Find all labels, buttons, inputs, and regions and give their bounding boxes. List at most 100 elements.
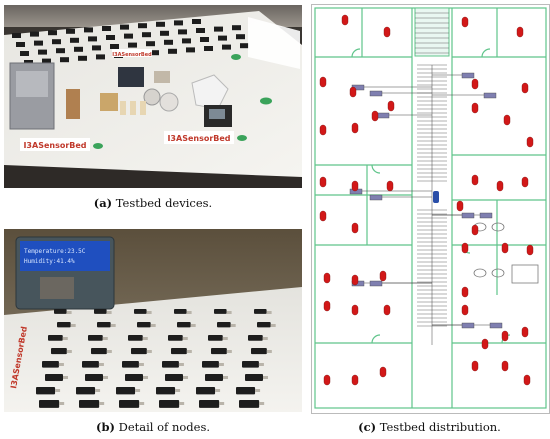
caption-c-text: Testbed distribution. [379, 420, 501, 434]
sensor-node-icon [521, 82, 529, 94]
sensor-node-icon [471, 102, 479, 114]
leaf-logo-icon [260, 97, 272, 105]
sensor-node-icon [323, 300, 331, 312]
sensor-node [106, 35, 115, 40]
sensor-node [196, 28, 205, 33]
gateway-icon [376, 112, 390, 119]
sensor-node [45, 374, 63, 381]
sensor-node-icon [351, 274, 359, 286]
sensor-node-icon [471, 360, 479, 372]
sensor-node [150, 50, 159, 56]
sensor-node-icon [323, 374, 331, 386]
testbed-devices-image: I3ASensorBed I3ASensorBed I3ASensorBed [4, 5, 302, 188]
sensor-node [168, 48, 177, 54]
photo-testbed-devices: I3ASensorBed I3ASensorBed I3ASensorBed [4, 5, 302, 188]
caption-c: (c) Testbed distribution. [311, 420, 548, 434]
sensor-node [239, 400, 260, 408]
photo-detail-of-nodes: Temperature:23.5C Humidity:41.4% I3ASens… [4, 229, 302, 412]
sensor-node [94, 309, 107, 314]
gateway-icon [461, 72, 475, 79]
sensor-node [74, 46, 83, 52]
board-brand-label-2: I3ASensorBed [167, 134, 230, 143]
sensor-node [96, 54, 105, 60]
sensor-node [162, 361, 179, 368]
sensor-node [110, 44, 119, 49]
sensor-node [168, 335, 183, 341]
sensor-node [205, 374, 223, 381]
board-brand-label-3: I3ASensorBed [112, 52, 152, 58]
gateway-icon [461, 322, 475, 329]
sensor-node-icon [461, 304, 469, 316]
sensor-node-icon [319, 176, 327, 188]
sensor-node [159, 400, 180, 408]
sensor-node [12, 33, 21, 38]
sensor-node [16, 42, 25, 47]
sensor-node [218, 35, 227, 41]
sensor-node [30, 31, 39, 37]
gateway-icon [461, 212, 475, 219]
gateway-icon [369, 280, 383, 287]
sensor-node-icon [371, 110, 379, 122]
sensor-node-icon [523, 374, 531, 386]
sensor-node [131, 348, 147, 355]
leaf-logo-icon [237, 135, 247, 141]
sensor-node [178, 29, 187, 35]
sensor-node [102, 26, 111, 31]
sensor-node [78, 55, 87, 61]
sensor-node-icon [501, 360, 509, 372]
detail-of-nodes-image: Temperature:23.5C Humidity:41.4% I3ASens… [4, 229, 302, 412]
sensor-node [164, 39, 173, 45]
caption-b: (b) Detail of nodes. [4, 420, 302, 434]
sensor-node [138, 23, 147, 29]
sensor-node [142, 32, 151, 38]
sensor-node-icon [387, 100, 395, 112]
sensor-node [70, 37, 79, 43]
sensor-node-icon [383, 304, 391, 316]
sensor-node-icon [501, 330, 509, 342]
sensor-node [245, 374, 263, 381]
sensor-node [51, 348, 67, 355]
sensor-node [186, 47, 195, 53]
gateway-icon [479, 212, 493, 219]
sensor-node [119, 400, 140, 408]
sensor-node [57, 322, 71, 328]
sensor-node-icon [351, 304, 359, 316]
sensor-node [20, 51, 29, 56]
sensor-node [242, 361, 259, 368]
sensor-node-icon [516, 26, 524, 38]
caption-a-letter: (a) [93, 196, 113, 210]
sensor-node [177, 322, 191, 328]
floor-plan-image [314, 7, 547, 409]
sensor-node-icon [496, 180, 504, 192]
sensor-node [88, 335, 103, 341]
sensor-node [165, 374, 183, 381]
sensor-node [88, 36, 97, 42]
sensor-node-icon [526, 244, 534, 256]
gateway-icon [369, 90, 383, 97]
sensor-node [214, 309, 227, 314]
sensor-node-icon [461, 242, 469, 254]
sensor-node [122, 361, 139, 368]
gateway-icon [489, 322, 503, 329]
sensor-node [257, 322, 271, 328]
sensor-node-icon [501, 242, 509, 254]
sensor-node [240, 43, 249, 49]
sensor-node [208, 335, 223, 341]
sensor-node [42, 361, 59, 368]
leaf-logo-icon [231, 54, 241, 60]
sensor-node-icon [319, 210, 327, 222]
sensor-node [196, 387, 216, 395]
sensor-node [248, 335, 263, 341]
sensor-node [171, 348, 187, 355]
sensor-node [128, 335, 143, 341]
sensor-node [232, 25, 241, 31]
sensor-node [60, 57, 69, 63]
sensor-node [116, 387, 136, 395]
sensor-node [156, 21, 165, 27]
sensor-node [204, 46, 213, 51]
sensor-node-icon [503, 114, 511, 126]
sensor-node [156, 387, 176, 395]
sensor-node [174, 20, 183, 26]
leaf-logo-icon [93, 143, 103, 149]
sensor-node-icon [386, 180, 394, 192]
